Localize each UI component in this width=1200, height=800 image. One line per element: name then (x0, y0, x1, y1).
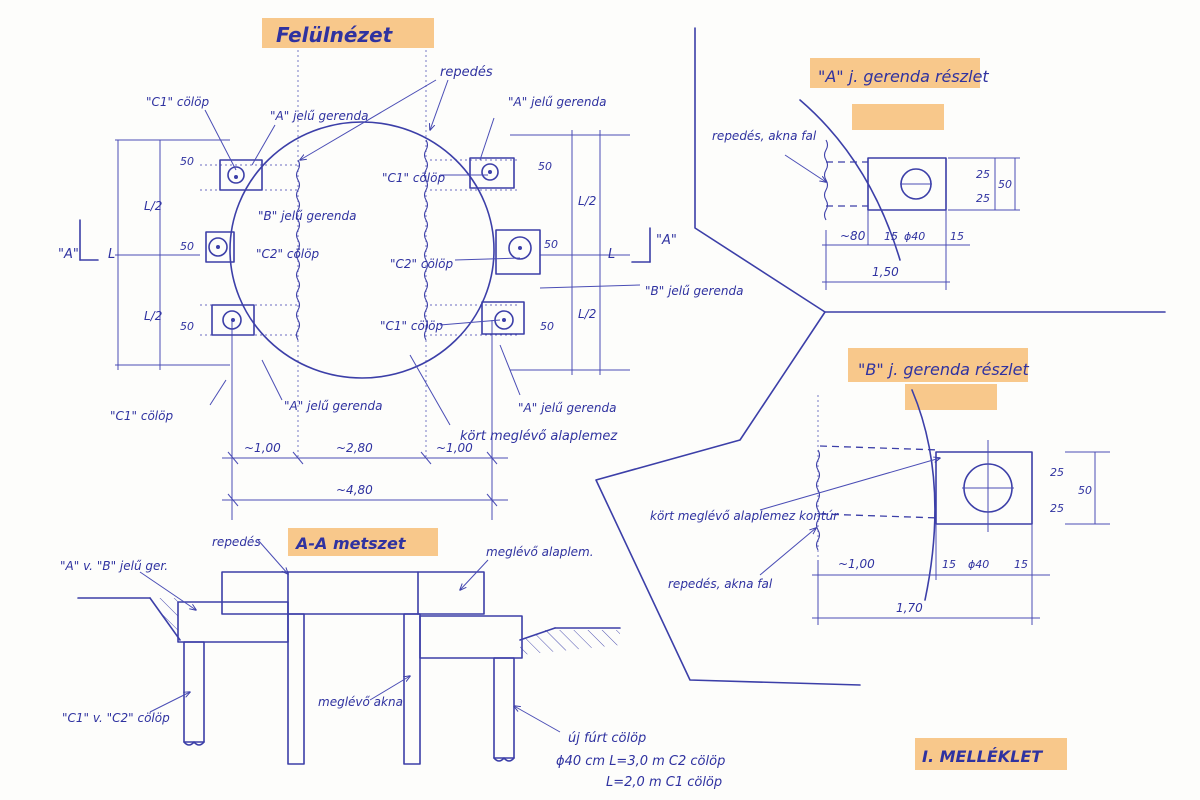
section-pile-spec-2: L=2,0 m C1 cölöp (606, 775, 722, 790)
section-plate-label: meglévő alaplem. (486, 545, 594, 559)
detail-b-dim-170: 1,70 (896, 601, 923, 615)
dim-280: ~2,80 (336, 441, 373, 455)
beam-a-top-left (219, 159, 263, 191)
title-highlight-section (288, 528, 438, 556)
dim-50-right-1: 50 (538, 160, 552, 173)
dim-50-left-2: 50 (180, 240, 194, 253)
detail-a-dim-80: ~80 (840, 229, 866, 243)
title-highlight-detail-a-2 (852, 104, 944, 130)
c2-label-right: "C2" cölöp (390, 257, 453, 271)
dim-50-left-1: 50 (180, 155, 194, 168)
a-beam-label-bottom-right: "A" jelű gerenda (518, 401, 616, 415)
dim-L2-right-top: L/2 (578, 194, 596, 208)
repedes-label-top: repedés (440, 65, 493, 80)
c1-label-bottom-right: "C1" cölöp (380, 319, 443, 333)
top-view-title: Felülnézet (276, 23, 394, 47)
a-beam-label-top-left: "A" jelű gerenda (270, 109, 368, 123)
divider-upper (694, 27, 1166, 313)
section-shaft-wall-right (403, 613, 421, 765)
section-title: A-A metszet (294, 534, 407, 553)
dim-L2-left-top: L/2 (144, 199, 162, 213)
section-pile-spec-1: ϕ40 cm L=3,0 m C2 cölöp (556, 754, 725, 769)
beam-b-right (495, 229, 541, 275)
b-beam-label-left: "B" jelű gerenda (258, 209, 356, 223)
dim-L2-left-bottom: L/2 (144, 309, 162, 323)
detail-b-dim-25: 25 (1050, 466, 1064, 479)
detail-b-plate-contour (911, 389, 936, 601)
detail-a-dim-150: 1,50 (872, 265, 899, 279)
c1-label-bottom-left: "C1" cölöp (110, 409, 173, 423)
circular-plate-outline (229, 121, 495, 379)
detail-b-dim-100: ~1,00 (838, 557, 875, 571)
detail-a-drawing (784, 99, 1020, 290)
b-beam-label-right: "B" jelű gerenda (645, 284, 743, 298)
c1-label-top-left: "C1" cölöp (146, 95, 209, 109)
section-shaft-label: meglévő akna (318, 695, 403, 709)
detail-b-title: "B" j. gerenda részlet (858, 360, 1029, 379)
dim-L-left: L (108, 247, 115, 262)
title-highlight-detail-a (810, 58, 980, 88)
section-pile-left (183, 641, 205, 743)
detail-a-plate-contour (799, 99, 901, 261)
c2-label-left: "C2" cölöp (256, 247, 319, 261)
title-highlight-detail-b-2 (905, 384, 997, 410)
section-marker-right: "A" (656, 233, 677, 248)
detail-a-title: "A" j. gerenda részlet (818, 67, 989, 86)
detail-b-dim-15b: 15 (1014, 558, 1028, 571)
title-highlight-detail-b (848, 348, 1028, 382)
section-aa-drawing (77, 539, 621, 765)
title-highlight-top-view (262, 18, 434, 48)
detail-b-dim-40: ϕ40 (968, 558, 989, 571)
title-highlight-appendix (915, 738, 1067, 770)
dim-100-right: ~1,00 (436, 441, 473, 455)
dim-100-left: ~1,00 (244, 441, 281, 455)
detail-b-repedes-label: repedés, akna fal (668, 577, 773, 591)
section-beam-label: "A" v. "B" jelű ger. (60, 559, 168, 573)
detail-b-drawing (759, 389, 1110, 625)
detail-a-beam (867, 157, 947, 211)
beam-b-left (205, 231, 235, 263)
section-pile-right (493, 657, 515, 759)
dim-50-right-2: 50 (544, 238, 558, 251)
circular-plate-label: kört meglévő alaplemez (460, 429, 618, 444)
section-beam-left (177, 601, 289, 643)
section-marker-left: "A" (58, 247, 79, 262)
dim-480: ~4,80 (336, 483, 373, 497)
detail-a-dim-25b: 25 (976, 192, 990, 205)
beam-a-top-right (469, 157, 515, 189)
beam-a-bottom-left (211, 304, 255, 336)
section-repedes-label: repedés (212, 535, 261, 549)
section-pile-label: "C1" v. "C2" cölöp (62, 711, 170, 725)
detail-a-dim-50: 50 (998, 178, 1012, 191)
detail-b-kort-label: kört meglévő alaplemez kontúr (650, 509, 839, 523)
section-new-pile-label: új fúrt cölöp (568, 731, 646, 746)
dim-50-right-3: 50 (540, 320, 554, 333)
section-shaft-wall-left (287, 613, 305, 765)
detail-b-beam (935, 451, 1033, 525)
detail-b-dim-25b: 25 (1050, 502, 1064, 515)
detail-b-dim-50: 50 (1078, 484, 1092, 497)
section-beam-right (419, 615, 523, 659)
detail-a-dim-25: 25 (976, 168, 990, 181)
crack-left (295, 159, 301, 341)
detail-b-dim-15: 15 (942, 558, 956, 571)
top-view-plan (79, 50, 651, 520)
dim-50-left-3: 50 (180, 320, 194, 333)
section-existing-plate (221, 571, 485, 615)
a-beam-label-top-right: "A" jelű gerenda (508, 95, 606, 109)
a-beam-label-bottom-left: "A" jelű gerenda (284, 399, 382, 413)
beam-a-bottom-right (481, 301, 525, 335)
detail-a-dim-40: ϕ40 (904, 230, 925, 243)
detail-a-repedes-label: repedés, akna fal (712, 129, 817, 143)
appendix-label: I. MELLÉKLET (922, 747, 1043, 766)
dim-L2-right-bottom: L/2 (578, 307, 596, 321)
divider-lower (595, 311, 861, 686)
detail-a-dim-15b: 15 (950, 230, 964, 243)
dim-L-right: L (608, 247, 615, 262)
crack-right (423, 139, 429, 341)
c1-label-top-right: "C1" cölöp (382, 171, 445, 185)
detail-a-dim-15: 15 (884, 230, 898, 243)
